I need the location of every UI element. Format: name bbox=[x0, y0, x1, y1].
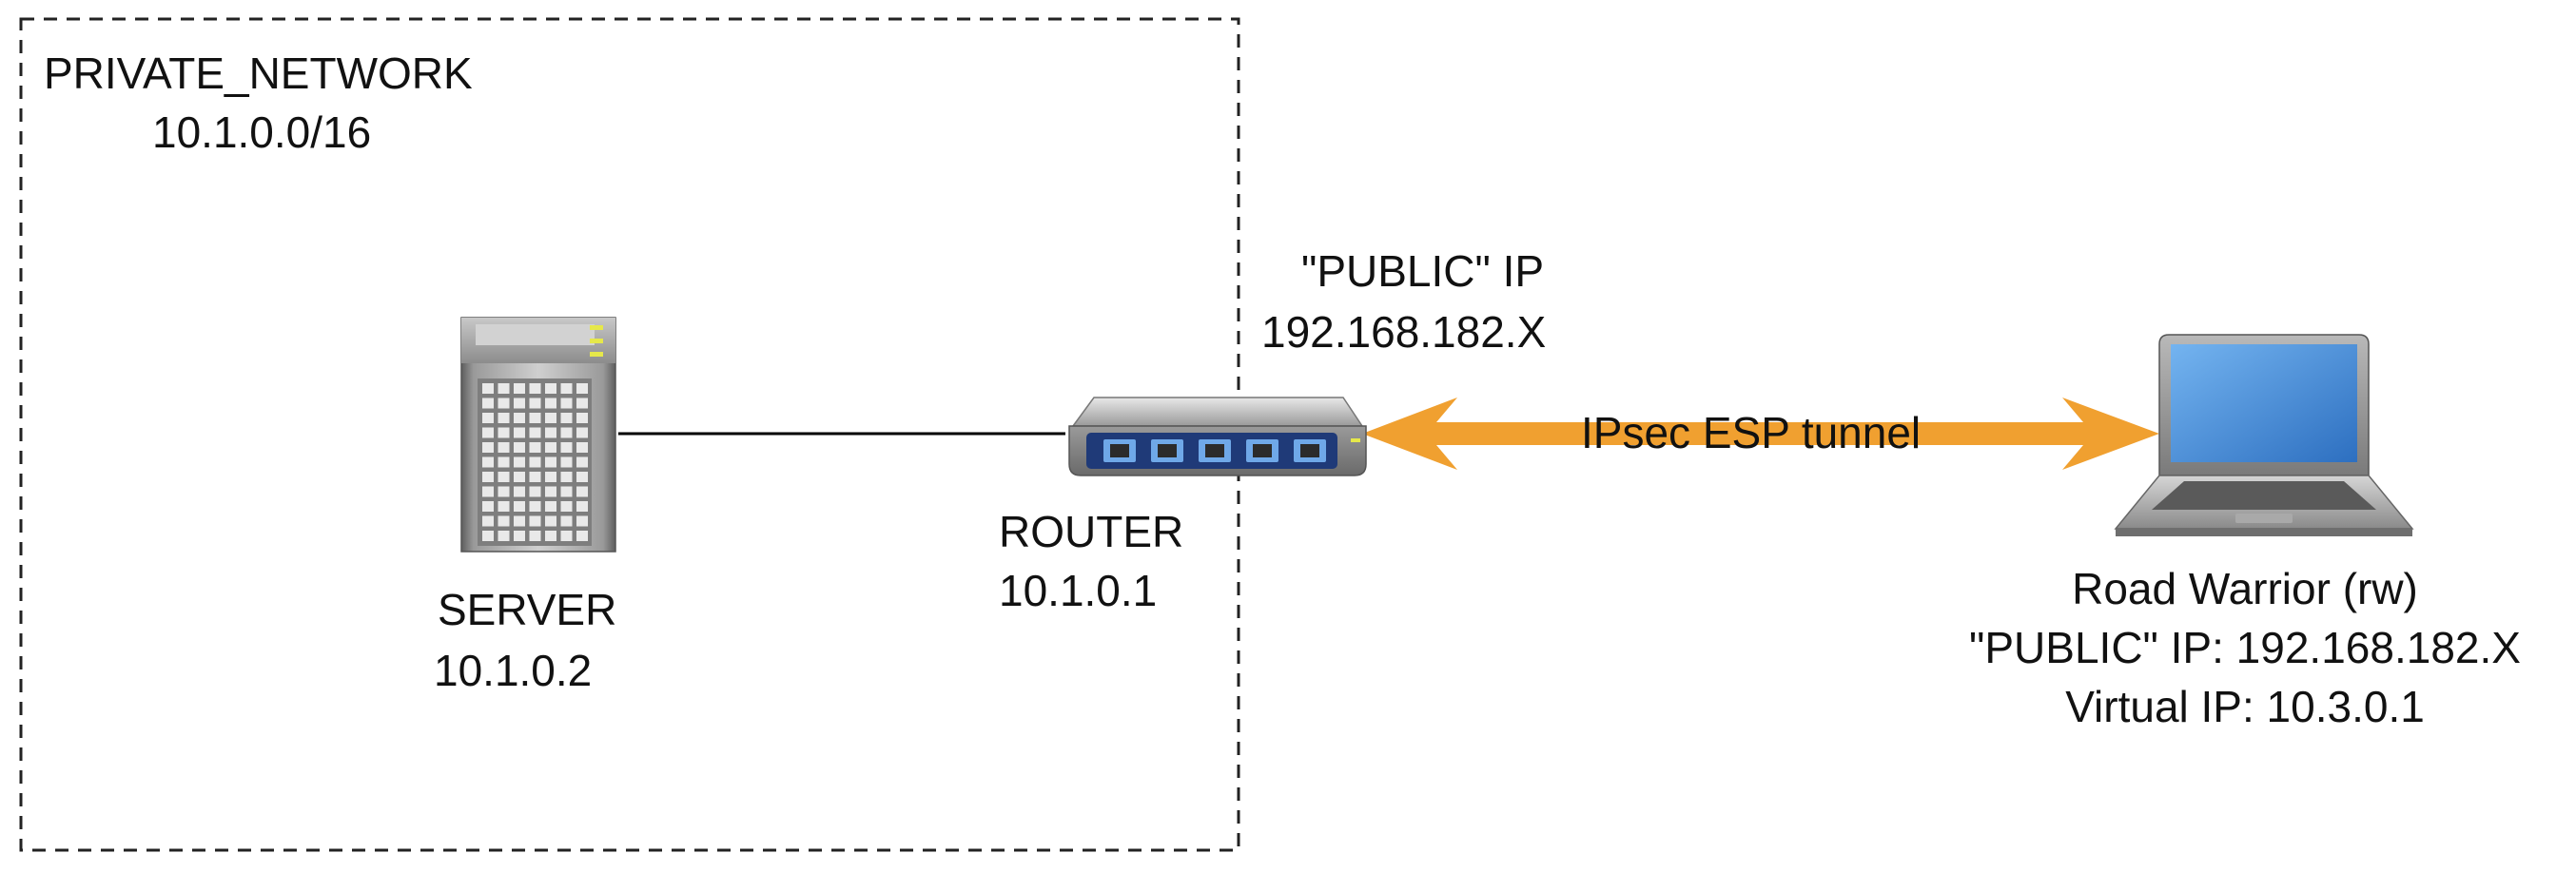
server-grille-cell bbox=[514, 398, 525, 409]
server-grille-cell bbox=[482, 501, 494, 512]
server-grille-cell bbox=[576, 442, 588, 453]
router-public-ip-label: "PUBLIC" IP bbox=[1301, 246, 1545, 296]
server-grille-cell bbox=[482, 456, 494, 468]
private-network-label: PRIVATE_NETWORK bbox=[44, 48, 473, 98]
server-grille-cell bbox=[545, 442, 556, 453]
router-ip: 10.1.0.1 bbox=[999, 566, 1158, 615]
server-grille-cell bbox=[545, 427, 556, 438]
server-grille-cell bbox=[514, 501, 525, 512]
server-grille-cell bbox=[576, 383, 588, 394]
server-grille-cell bbox=[576, 427, 588, 438]
server-grille-cell bbox=[498, 472, 510, 482]
server-grille-cell bbox=[529, 442, 541, 453]
server-grille-cell bbox=[560, 456, 573, 468]
server-grille-cell bbox=[514, 383, 525, 394]
server-grille-cell bbox=[576, 501, 588, 512]
server-grille-cell bbox=[560, 531, 573, 541]
server-grille-cell bbox=[576, 515, 588, 527]
server-grille-cell bbox=[576, 413, 588, 423]
server-grille-cell bbox=[482, 531, 494, 541]
server-grille-cell bbox=[482, 472, 494, 482]
server-grille-cell bbox=[529, 383, 541, 394]
server-grille-cell bbox=[529, 486, 541, 497]
ipsec-tunnel-arrow bbox=[1362, 398, 2159, 470]
server-grille-cell bbox=[498, 531, 510, 541]
router-port-socket bbox=[1300, 444, 1319, 457]
server-grille-cell bbox=[576, 398, 588, 409]
server-grille-cell bbox=[560, 501, 573, 512]
server-ip: 10.1.0.2 bbox=[434, 646, 593, 695]
server-grille-cell bbox=[560, 486, 573, 497]
server-grille-cell bbox=[545, 515, 556, 527]
tunnel-label: IPsec ESP tunnel bbox=[1581, 408, 1922, 457]
server-grille-cell bbox=[560, 398, 573, 409]
router-public-ip: 192.168.182.X bbox=[1261, 307, 1547, 357]
server-grille-cell bbox=[560, 427, 573, 438]
laptop-icon bbox=[2114, 334, 2414, 536]
server-label: SERVER bbox=[438, 585, 617, 634]
server-grille-cell bbox=[498, 383, 510, 394]
server-grille-cell bbox=[529, 501, 541, 512]
server-grille-cell bbox=[576, 531, 588, 541]
server-grille-cell bbox=[514, 456, 525, 468]
server-grille-cell bbox=[560, 515, 573, 527]
server-grille-cell bbox=[514, 427, 525, 438]
router-port-socket bbox=[1110, 444, 1129, 457]
server-grille-cell bbox=[560, 442, 573, 453]
server-grille-cell bbox=[545, 501, 556, 512]
server-grille-cell bbox=[545, 413, 556, 423]
server-grille-cell bbox=[498, 486, 510, 497]
server-grille-cell bbox=[514, 486, 525, 497]
server-grille-cell bbox=[560, 413, 573, 423]
server-grille-cell bbox=[545, 456, 556, 468]
road-warrior-label: Road Warrior (rw) bbox=[2072, 564, 2418, 613]
server-grille-cell bbox=[529, 515, 541, 527]
router-port-socket bbox=[1158, 444, 1177, 457]
server-grille-cell bbox=[482, 442, 494, 453]
server-grille-cell bbox=[545, 398, 556, 409]
server-grille-cell bbox=[514, 531, 525, 541]
server-grille-cell bbox=[498, 501, 510, 512]
server-grille-cell bbox=[576, 472, 588, 482]
server-grille-cell bbox=[529, 531, 541, 541]
router-label: ROUTER bbox=[999, 507, 1184, 556]
road-warrior-virtual-ip: Virtual IP: 10.3.0.1 bbox=[2065, 682, 2425, 731]
road-warrior-public-ip: "PUBLIC" IP: 192.168.182.X bbox=[1969, 623, 2521, 672]
server-grille-cell bbox=[498, 413, 510, 423]
server-grille-cell bbox=[498, 442, 510, 453]
router-port-socket bbox=[1253, 444, 1272, 457]
router-port-socket bbox=[1205, 444, 1224, 457]
server-grille-cell bbox=[498, 456, 510, 468]
server-grille-cell bbox=[498, 515, 510, 527]
server-grille-cell bbox=[514, 515, 525, 527]
server-grille-cell bbox=[560, 472, 573, 482]
server-grille-cell bbox=[560, 383, 573, 394]
server-grille-cell bbox=[529, 472, 541, 482]
network-switch-icon bbox=[1068, 397, 1367, 476]
server-grille-cell bbox=[514, 442, 525, 453]
server-grille-cell bbox=[482, 427, 494, 438]
server-grille-cell bbox=[514, 472, 525, 482]
server-grille-cell bbox=[529, 456, 541, 468]
server-grille-cell bbox=[576, 456, 588, 468]
private-network-subnet: 10.1.0.0/16 bbox=[152, 107, 372, 157]
server-grille-cell bbox=[545, 383, 556, 394]
server-grille-cell bbox=[545, 531, 556, 541]
server-grille-cell bbox=[529, 398, 541, 409]
server-tower-icon bbox=[460, 317, 616, 553]
server-grille-cell bbox=[498, 427, 510, 438]
server-grille-cell bbox=[482, 413, 494, 423]
server-grille-cell bbox=[514, 413, 525, 423]
server-grille-cell bbox=[529, 427, 541, 438]
server-grille-cell bbox=[545, 472, 556, 482]
server-grille-cell bbox=[529, 413, 541, 423]
server-grille-cell bbox=[498, 398, 510, 409]
server-grille-cell bbox=[482, 383, 494, 394]
server-grille-cell bbox=[576, 486, 588, 497]
server-grille-cell bbox=[482, 515, 494, 527]
server-grille-cell bbox=[482, 486, 494, 497]
server-grille-cell bbox=[545, 486, 556, 497]
server-grille-cell bbox=[482, 398, 494, 409]
